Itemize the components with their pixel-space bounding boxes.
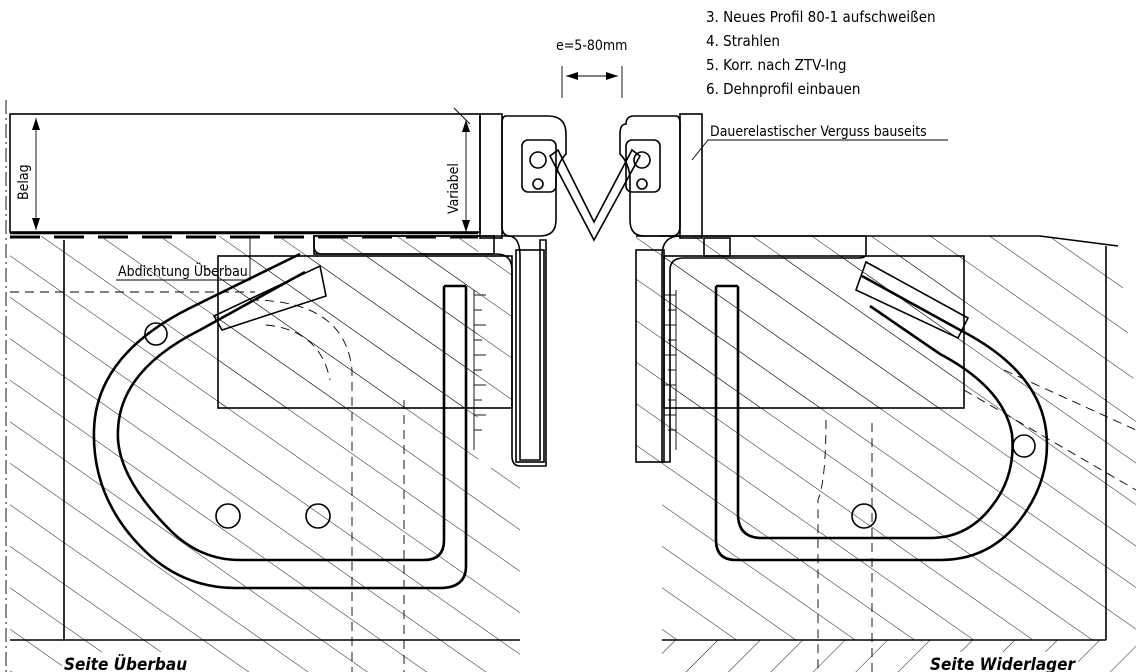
step-4: 4. Strahlen	[706, 32, 780, 50]
belag-dimension	[32, 118, 40, 230]
seite-widerlager-label: Seite Widerlager	[930, 655, 1077, 672]
left-rebar-2	[215, 503, 241, 529]
right-structure	[635, 235, 1136, 672]
verguss-leader	[691, 139, 948, 161]
step-3: 3. Neues Profil 80-1 aufschweißen	[706, 8, 936, 26]
variabel-dimension	[453, 107, 471, 232]
right-rebar-1	[1012, 434, 1036, 458]
left-belag	[9, 113, 481, 233]
step-list: 3. Neues Profil 80-1 aufschweißen 4. Str…	[706, 8, 936, 98]
left-grout-column	[479, 113, 503, 239]
variabel-label: Variabel	[446, 163, 462, 214]
left-joint-profile	[501, 115, 567, 237]
gap-dimension	[561, 66, 623, 98]
right-rebar-2	[851, 503, 877, 529]
gap-label: e=5-80mm	[556, 38, 627, 54]
right-scale-ticks	[664, 290, 677, 450]
right-grout-column	[679, 113, 703, 239]
elastomer-seal	[548, 148, 642, 242]
step-6: 6. Dehnprofil einbauen	[706, 80, 860, 98]
verguss-label: Dauerelastischer Verguss bauseits	[710, 124, 927, 140]
left-rebar-3	[305, 503, 331, 529]
abdichtung-leader	[116, 238, 251, 281]
seite-ueberbau-label: Seite Überbau	[64, 653, 187, 672]
left-rebar-1	[144, 322, 168, 346]
step-5: 5. Korr. nach ZTV-Ing	[706, 56, 846, 74]
left-structure	[5, 100, 547, 672]
abdichtung-label: Abdichtung Überbau	[118, 262, 248, 280]
left-scale-ticks	[473, 290, 486, 450]
belag-label: Belag	[16, 164, 32, 200]
left-anchor-loop	[116, 270, 446, 562]
